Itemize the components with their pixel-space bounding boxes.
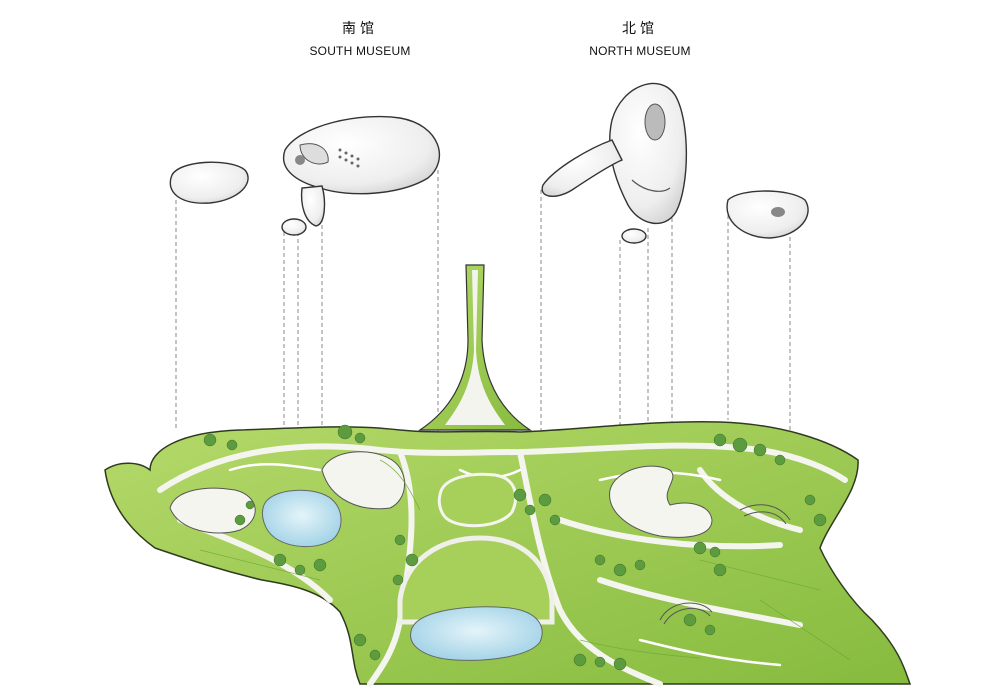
north-museum-label-en: NORTH MUSEUM [589, 44, 691, 58]
south-museum-label-cn: 南馆 [342, 21, 378, 37]
trees [203, 424, 827, 671]
pond-south [261, 489, 342, 547]
south-main-hall [282, 115, 441, 195]
north-disc [621, 228, 647, 244]
north-museum-label: 北馆 NORTH MUSEUM [570, 18, 710, 58]
south-museum-building [169, 115, 441, 236]
south-museum-label-en: SOUTH MUSEUM [309, 44, 411, 58]
north-main-hall [609, 82, 688, 225]
north-museum-label-cn: 北馆 [622, 21, 658, 37]
landscape-plan [104, 264, 912, 687]
south-disc [281, 218, 307, 236]
north-arm [541, 139, 623, 197]
central-arch-lawn [397, 535, 555, 625]
south-stem [300, 185, 326, 227]
north-museum-building [541, 82, 809, 244]
south-museum-label: 南馆 SOUTH MUSEUM [290, 18, 430, 58]
pond-central [410, 606, 543, 661]
central-lawn-top [437, 472, 518, 528]
north-small-pavilion [726, 190, 809, 239]
south-small-pavilion [169, 161, 249, 204]
